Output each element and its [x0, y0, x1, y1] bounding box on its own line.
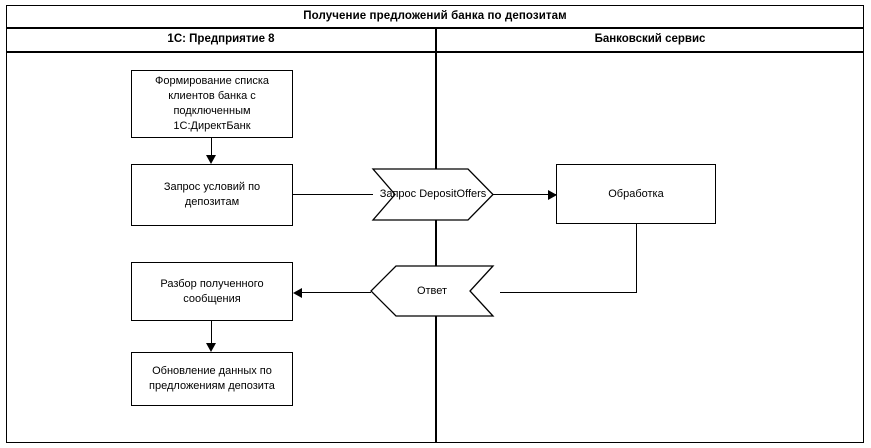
node-message-request[interactable]: Запрос DepositOffers [371, 168, 494, 221]
arrowhead-form-to-request [206, 155, 216, 164]
node-update-deposit-offers-label: Обновление данных по предложениям депози… [149, 365, 275, 392]
node-message-response[interactable]: Ответ [370, 265, 495, 317]
node-request-deposit-terms-label: Запрос условий по депозитам [163, 181, 261, 208]
connector-response-to-parse [300, 292, 374, 294]
connector-form-to-request [211, 138, 213, 158]
node-request-deposit-terms[interactable]: Запрос условий по депозитам [131, 164, 293, 226]
node-message-request-label: Запрос DepositOffers [379, 188, 487, 200]
chevron-left-icon [370, 265, 495, 317]
diagram-title: Получение предложений банка по депозитам [303, 10, 567, 22]
node-message-response-label: Ответ [416, 284, 448, 297]
connector-message-to-processing [492, 194, 556, 196]
arrowhead-message-to-processing [548, 190, 557, 200]
lane-header-bank: Банковский сервис [594, 33, 706, 45]
connector-processing-down [636, 224, 638, 293]
arrowhead-response-to-parse [293, 288, 302, 298]
lane-header-1c: 1С: Предприятие 8 [167, 33, 275, 45]
node-form-client-list-label: Формирование списка клиентов банка с под… [154, 75, 270, 132]
chevron-right-icon [371, 168, 494, 221]
node-update-deposit-offers[interactable]: Обновление данных по предложениям депози… [131, 352, 293, 406]
node-parse-message[interactable]: Разбор полученного сообщения [131, 262, 293, 321]
connector-request-to-message [293, 194, 375, 196]
node-processing[interactable]: Обработка [556, 164, 716, 224]
node-processing-label: Обработка [608, 187, 664, 200]
node-form-client-list[interactable]: Формирование списка клиентов банка с под… [131, 70, 293, 138]
connector-parse-to-update [211, 321, 213, 347]
node-parse-message-label: Разбор полученного сообщения [160, 277, 264, 305]
connector-processing-to-response [500, 292, 637, 294]
lane-divider [435, 27, 437, 443]
arrowhead-parse-to-update [206, 343, 216, 352]
